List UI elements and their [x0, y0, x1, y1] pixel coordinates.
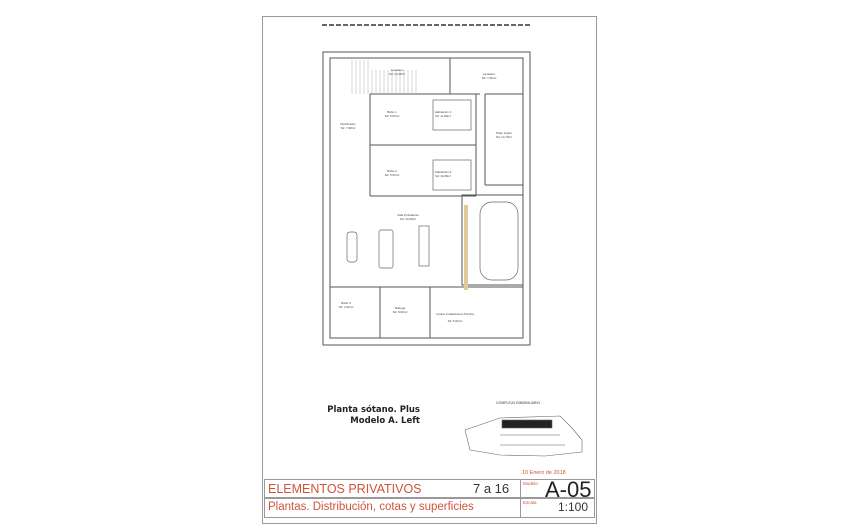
- model-label: Modelo: [523, 481, 538, 486]
- svg-text:Bodega: Bodega: [395, 306, 406, 310]
- svg-text:Sd: 10,20m²: Sd: 10,20m²: [389, 72, 405, 76]
- drawing-caption: Planta sótano. Plus Modelo A. Left: [320, 405, 420, 427]
- treadmill-icon: [378, 229, 394, 269]
- svg-text:Patio Inglés: Patio Inglés: [496, 131, 512, 135]
- svg-text:Sd: 5,00m²: Sd: 5,00m²: [448, 319, 463, 323]
- gym-equipment-icon: [346, 231, 358, 263]
- svg-text:Sala Polivalente: Sala Polivalente: [397, 213, 419, 217]
- stairs-icon: [351, 60, 417, 94]
- svg-text:Distribuidor: Distribuidor: [340, 122, 355, 126]
- bed-icon: [432, 159, 472, 191]
- sheet-subtitle: Plantas. Distribución, cotas y superfici…: [268, 501, 474, 513]
- svg-text:Sd: 8,00m²: Sd: 8,00m²: [393, 310, 408, 314]
- scale-label: Escala: [523, 500, 537, 505]
- model-code: A-05: [545, 477, 592, 502]
- svg-text:Sd: 7,00m²: Sd: 7,00m²: [482, 76, 497, 80]
- svg-text:Baño 3: Baño 3: [341, 301, 351, 305]
- scale-value: 1:100: [558, 500, 589, 514]
- site-plan-title: COMPLEJO INMOBILIARIO: [496, 401, 541, 405]
- svg-text:Baño 1: Baño 1: [387, 110, 397, 114]
- bed-icon: [432, 99, 472, 131]
- title-block-divider: [520, 479, 595, 518]
- svg-text:Sd: 3,30m²: Sd: 3,30m²: [339, 305, 354, 309]
- svg-text:Sd: 44,90m²: Sd: 44,90m²: [400, 217, 416, 221]
- svg-text:Habitación 2: Habitación 2: [435, 170, 452, 174]
- svg-text:Cuarto instalaciones Piscina: Cuarto instalaciones Piscina: [436, 312, 474, 316]
- svg-text:Baño 2: Baño 2: [387, 169, 397, 173]
- svg-text:Sd: 11,80m²: Sd: 11,80m²: [435, 114, 451, 118]
- page-range: 7 a 16: [473, 481, 510, 496]
- svg-text:Sd: 11,80m²: Sd: 11,80m²: [435, 174, 451, 178]
- title-block-row-1: [264, 479, 595, 498]
- title-block-row-2: [264, 498, 595, 518]
- svg-text:Lavadero: Lavadero: [483, 72, 496, 76]
- svg-text:Sd: 5,00m²: Sd: 5,00m²: [385, 114, 400, 118]
- walls: [322, 51, 531, 346]
- svg-text:Habitación 1: Habitación 1: [435, 110, 452, 114]
- car-icon: [479, 201, 519, 281]
- svg-text:Lavadero: Lavadero: [391, 68, 404, 72]
- sheet-title: ELEMENTOS PRIVATIVOS: [268, 482, 422, 496]
- svg-text:Sd: 7,98m²: Sd: 7,98m²: [341, 126, 356, 130]
- date: 10 Enero de 2018: [522, 470, 566, 476]
- svg-text:Sd: 14,70m²: Sd: 14,70m²: [496, 135, 512, 139]
- caption-line-2: Modelo A. Left: [350, 416, 420, 426]
- gym-equipment-icon: [418, 225, 430, 267]
- svg-text:Sd: 5,00m²: Sd: 5,00m²: [385, 173, 400, 177]
- drawing-sheet: [262, 16, 597, 524]
- caption-line-1: Planta sótano. Plus: [327, 405, 420, 415]
- site-plan-map: [464, 415, 583, 457]
